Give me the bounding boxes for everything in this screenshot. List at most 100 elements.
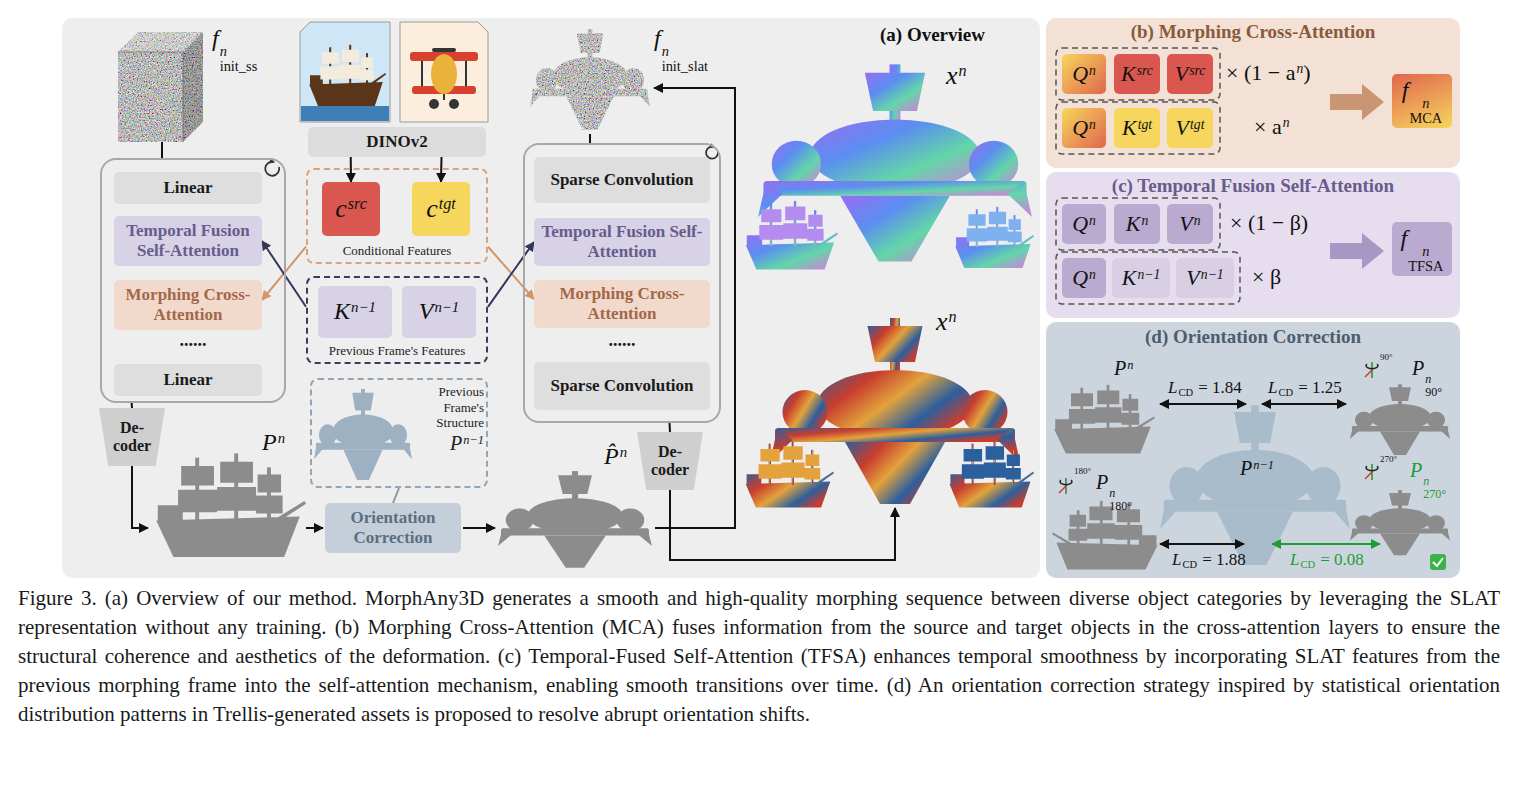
node-text: Q [1072, 265, 1088, 290]
mca-layer: Morphing Cross-Attention [114, 280, 262, 330]
label-text: ) [1303, 60, 1310, 85]
flow-arrows [589, 134, 591, 143]
node-text: Morphing Cross-Attention [126, 285, 251, 324]
node-text: Conditional Features [343, 243, 452, 258]
sparse-convolution: Sparse Convolution [534, 157, 710, 203]
flow-arrows [670, 490, 895, 560]
target-image [429, 99, 439, 109]
node-text: Previous Frame's Features [329, 343, 466, 358]
node-text: n [1408, 244, 1443, 259]
text-line: De- coder [642, 443, 698, 480]
text-line: Kn−1 [334, 298, 376, 326]
text-line: Vtgt [1176, 115, 1205, 140]
node-text: Temporal Fusion Self-Attention [126, 221, 250, 260]
label-group: Pn180° [1096, 470, 1132, 512]
text-holder: Qn [1069, 114, 1099, 141]
node-text: MCA [1409, 111, 1442, 126]
label-group: 180° [1074, 466, 1091, 477]
node-text: n−1 [463, 433, 484, 447]
label-text: x [936, 307, 948, 336]
slat-transformer: ......Sparse ConvolutionTemporal Fusion … [523, 143, 721, 423]
noise-cube [118, 32, 203, 142]
rotation-icons [1366, 466, 1378, 471]
query-box: Qn [1062, 108, 1106, 148]
text-line: Vsrc [1175, 61, 1206, 86]
label-text: CD [1178, 387, 1193, 398]
text-line: Previous Frame's Features [306, 343, 488, 359]
node-text: tgt [1190, 117, 1204, 132]
rotation-icons [1365, 472, 1372, 479]
label-group: fninit_ss [212, 24, 257, 73]
label-text: n [620, 444, 627, 460]
label-text: L [1172, 550, 1181, 569]
label-text: n [1109, 487, 1132, 499]
text-holder: Orientation Correction [325, 507, 461, 548]
node-text: DINOv2 [366, 132, 427, 151]
linear-layer: Linear [114, 364, 262, 396]
query-box: Qn [1062, 258, 1106, 298]
value-box: Vtgt [1167, 108, 1213, 148]
tfsa-layer: Temporal Fusion Self-Attention [534, 218, 710, 266]
label-text: CD [1278, 387, 1293, 398]
dashed-groups [1056, 48, 1220, 100]
node-text: V [1176, 115, 1189, 140]
node-text: n [1089, 63, 1096, 78]
label-text: 180° [1074, 466, 1091, 476]
rotation-icons [1060, 480, 1072, 485]
text-holder: ...... [100, 330, 286, 352]
orientation-candidates [1160, 405, 1350, 565]
label-text: P [1096, 471, 1108, 493]
label-text: P [1410, 459, 1422, 481]
orientation-panel: (d) Orientation Correction [1046, 322, 1460, 578]
structure-voxels [178, 462, 283, 514]
source-image [309, 45, 386, 106]
node-text: Q [1072, 115, 1088, 140]
structure-voxels [156, 453, 306, 557]
distance-arrows [1160, 403, 1246, 405]
node-text: src [348, 195, 367, 212]
text-line: Vn−1 [419, 298, 460, 326]
text-holder: fnTFSA [1398, 224, 1447, 274]
node-text: K [1122, 265, 1137, 290]
fusion-arrows [1330, 84, 1384, 120]
text-holder: (a) Overview [880, 24, 1030, 47]
normal-map-render [746, 201, 838, 269]
script-stack: n180° [1109, 487, 1132, 511]
text-line: (a) Overview [880, 24, 1030, 47]
node-text: n−1 [434, 299, 459, 315]
text-holder: Ktgt [1119, 114, 1155, 141]
previous-features-group: Previous Frame's Features Kn−1 Vn−1 [306, 276, 488, 364]
script-stack: nTFSA [1408, 244, 1443, 273]
tfsa-panel: (c) Temporal Fusion Self-AttentionQnKnVn… [1046, 172, 1460, 318]
node-text: Linear [163, 370, 212, 389]
loop-icons [265, 162, 279, 176]
rotation-icons [1059, 362, 1378, 494]
text-holder: (c) Temporal Fusion Self-Attention [1046, 175, 1460, 198]
connector [488, 242, 534, 307]
label-text: 90° [1380, 352, 1393, 362]
node-text: f [1401, 225, 1408, 251]
node-text: n−1 [351, 299, 376, 315]
previous-key: Kn−1 [318, 286, 392, 338]
node-text: Q [1072, 211, 1088, 236]
node-text: n [1141, 213, 1148, 228]
panel-grounds [1046, 322, 1460, 578]
node-text: (c) Temporal Fusion Self-Attention [1112, 175, 1394, 196]
node-text: V [1186, 265, 1199, 290]
text-line: fnMCA [1402, 77, 1442, 125]
output-feature: fnTFSA [1392, 222, 1452, 276]
text-holder: fnMCA [1399, 76, 1445, 126]
text-line: Qn [1072, 211, 1096, 236]
text-line: Sparse Convolution [550, 376, 693, 396]
node-text: (b) Morphing Cross-Attention [1131, 21, 1376, 42]
label-text: n [959, 62, 967, 79]
text-line: (d) Orientation Correction [1046, 326, 1460, 349]
target-image [432, 48, 456, 52]
orientation-candidates [1054, 385, 1155, 453]
label-text: = 1.88 [1202, 550, 1246, 569]
distance-arrows [1160, 404, 1380, 544]
normal-map-render [758, 64, 1032, 261]
text-line: (b) Morphing Cross-Attention [1046, 21, 1460, 44]
label-text: × (1 − β) [1230, 210, 1308, 235]
